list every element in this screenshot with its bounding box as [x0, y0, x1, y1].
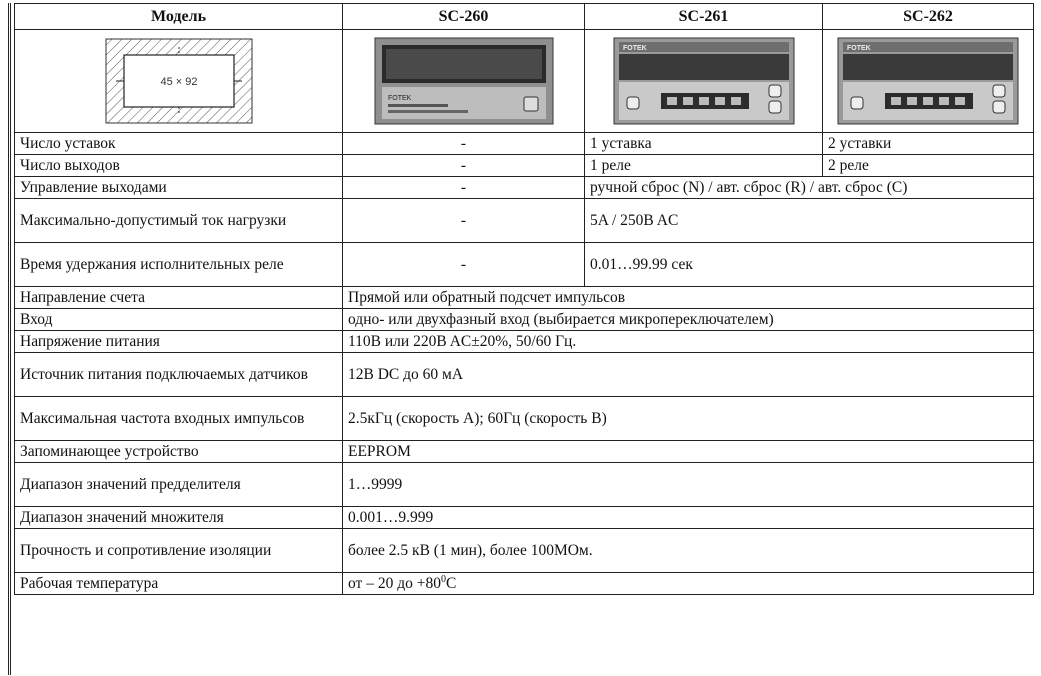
temperature-value-prefix: от – 20 до +80	[348, 575, 441, 592]
cell-sc260: -	[342, 132, 585, 155]
table-row: Напряжение питания 110B или 220B AC±20%,…	[14, 330, 1034, 353]
table-row: Источник питания подключаемых датчиков 1…	[14, 352, 1034, 397]
panel-cutout-drawing: 45 × 92	[105, 38, 252, 124]
cell-common: 12B DC до 60 мА	[342, 352, 1034, 397]
row-label: Максимальная частота входных импульсов	[14, 396, 343, 441]
table-row: Вход одно- или двухфазный вход (выбирает…	[14, 308, 1034, 331]
cell-common: 0.001…9.999	[342, 506, 1034, 529]
row-label: Направление счета	[14, 286, 343, 309]
cell-common: одно- или двухфазный вход (выбирается ми…	[342, 308, 1034, 331]
row-label: Число уставок	[14, 132, 343, 155]
cell-common: 1…9999	[342, 462, 1034, 507]
cell-sc261-sc262: 5A / 250B AC	[584, 198, 1034, 243]
device-image-sc261-cell: FOTEK	[584, 29, 823, 133]
table-row: Диапазон значений множителя 0.001…9.999	[14, 506, 1034, 529]
header-model: Модель	[14, 3, 343, 30]
spec-table: Модель SC-260 SC-261 SC-262	[14, 3, 1034, 595]
header-sc262: SC-262	[822, 3, 1034, 30]
cell-sc260: -	[342, 154, 585, 177]
cell-sc261-sc262: ручной сброс (N) / авт. сброс (R) / авт.…	[584, 176, 1034, 199]
cell-common: EEPROM	[342, 440, 1034, 463]
row-label: Максимально-допустимый ток нагрузки	[14, 198, 343, 243]
device-brand-sc262: FOTEK	[847, 45, 871, 52]
cell-sc262: 2 уставки	[822, 132, 1034, 155]
table-row: Управление выходами - ручной сброс (N) /…	[14, 176, 1034, 199]
table-row: Диапазон значений предделителя 1…9999	[14, 462, 1034, 507]
cell-common-temperature: от – 20 до +800C	[342, 572, 1034, 595]
cell-sc261: 1 уставка	[584, 132, 823, 155]
row-label: Время удержания исполнительных реле	[14, 242, 343, 287]
table-row: Запоминающее устройство EEPROM	[14, 440, 1034, 463]
row-label: Число выходов	[14, 154, 343, 177]
table-row: Время удержания исполнительных реле - 0.…	[14, 242, 1034, 287]
cell-sc262: 2 реле	[822, 154, 1034, 177]
row-label: Источник питания подключаемых датчиков	[14, 352, 343, 397]
row-label: Рабочая температура	[14, 572, 343, 595]
temperature-value-suffix: C	[445, 575, 457, 592]
left-margin-rule	[8, 3, 11, 675]
temperature-degree-sup: 0	[440, 573, 446, 585]
cell-common: Прямой или обратный подсчет импульсов	[342, 286, 1034, 309]
image-row: 45 × 92 FOTEK FOT	[14, 29, 1034, 133]
table-row: Рабочая температура от – 20 до +800C	[14, 572, 1034, 595]
header-row: Модель SC-260 SC-261 SC-262	[14, 3, 1034, 30]
cell-common: 110B или 220B AC±20%, 50/60 Гц.	[342, 330, 1034, 353]
device-image-sc260-cell: FOTEK	[342, 29, 585, 133]
cell-common: 2.5кГц (скорость А); 60Гц (скорость В)	[342, 396, 1034, 441]
cutout-dimension-label: 45 × 92	[160, 76, 197, 88]
device-image-sc261: FOTEK	[613, 37, 794, 125]
row-label: Прочность и сопротивление изоляции	[14, 528, 343, 573]
row-label: Диапазон значений множителя	[14, 506, 343, 529]
row-label: Вход	[14, 308, 343, 331]
table-row: Число уставок - 1 уставка 2 уставки	[14, 132, 1034, 155]
device-image-sc260: FOTEK	[374, 37, 553, 125]
device-image-sc262-cell: FOTEK	[822, 29, 1034, 133]
row-label: Запоминающее устройство	[14, 440, 343, 463]
device-brand-sc261: FOTEK	[623, 45, 647, 52]
cell-sc260: -	[342, 242, 585, 287]
header-sc260: SC-260	[342, 3, 585, 30]
table-row: Максимально-допустимый ток нагрузки - 5A…	[14, 198, 1034, 243]
table-row: Число выходов - 1 реле 2 реле	[14, 154, 1034, 177]
cell-sc261-sc262: 0.01…99.99 сек	[584, 242, 1034, 287]
device-image-sc262: FOTEK	[837, 37, 1019, 125]
table-row: Максимальная частота входных импульсов 2…	[14, 396, 1034, 441]
row-label: Управление выходами	[14, 176, 343, 199]
cell-sc261: 1 реле	[584, 154, 823, 177]
header-sc261: SC-261	[584, 3, 823, 30]
row-label: Диапазон значений предделителя	[14, 462, 343, 507]
cell-sc260: -	[342, 176, 585, 199]
table-row: Направление счета Прямой или обратный по…	[14, 286, 1034, 309]
cutout-drawing-cell: 45 × 92	[14, 29, 343, 133]
cell-common: более 2.5 кВ (1 мин), более 100МОм.	[342, 528, 1034, 573]
row-label: Напряжение питания	[14, 330, 343, 353]
cell-sc260: -	[342, 198, 585, 243]
table-row: Прочность и сопротивление изоляции более…	[14, 528, 1034, 573]
device-brand-sc260: FOTEK	[388, 95, 412, 102]
